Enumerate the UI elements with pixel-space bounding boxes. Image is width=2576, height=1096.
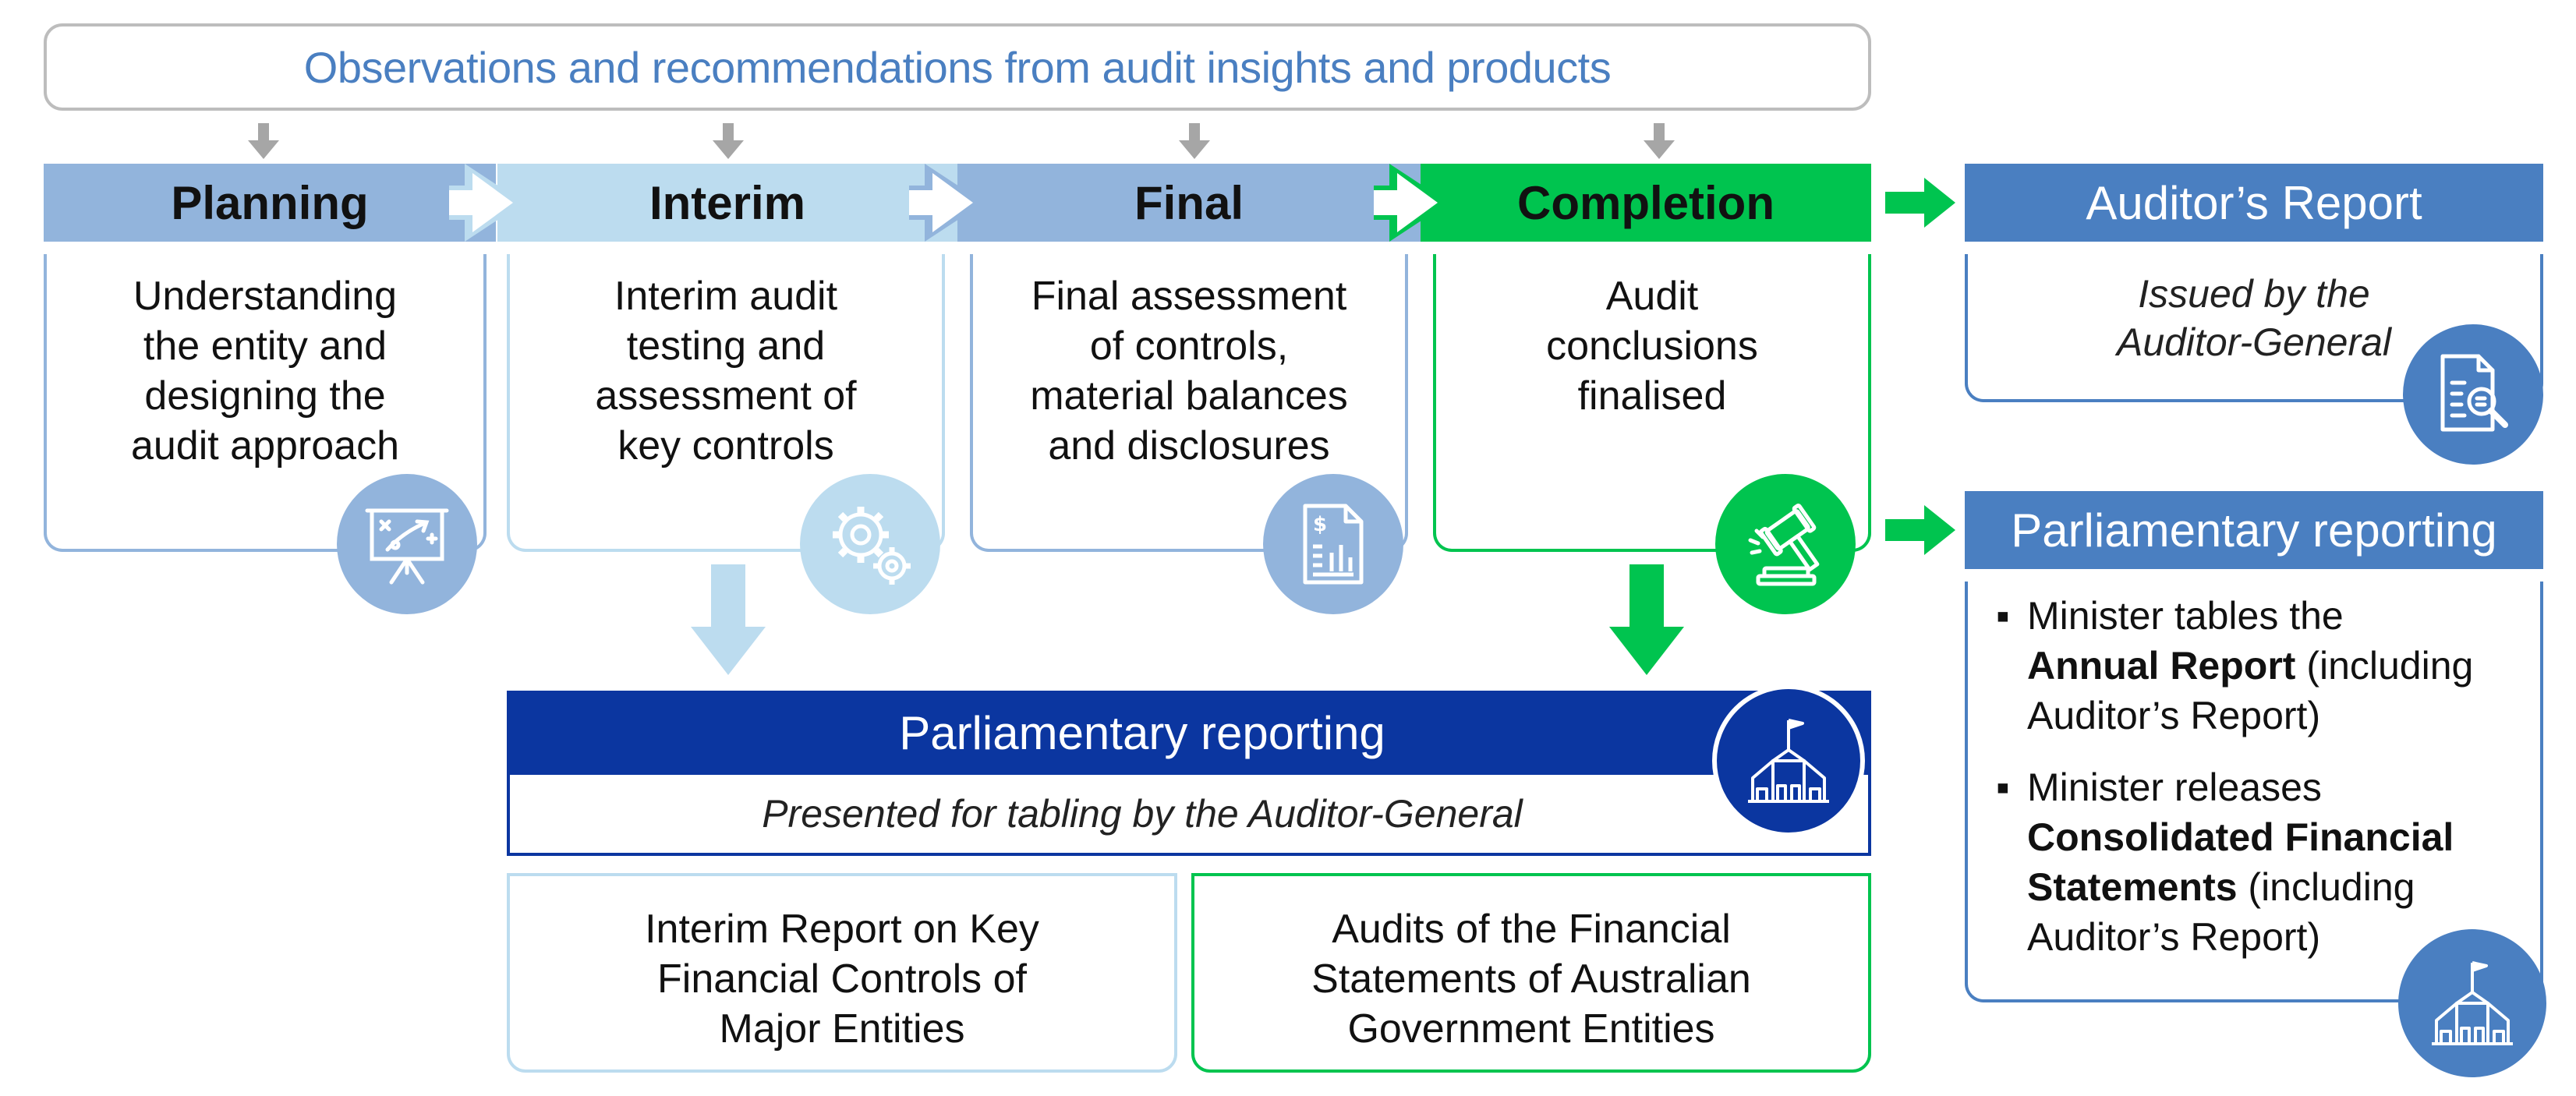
description-line: assessment of — [595, 373, 857, 419]
list-item: ▪ Minister releases Consolidated Financi… — [1996, 762, 2540, 962]
bold-text-run: Statements — [2027, 865, 2238, 909]
parliamentary-reporting-side-title: Parliamentary reporting — [2011, 504, 2497, 557]
phase-planning-header: Planning — [44, 164, 496, 242]
text-run: (including — [2295, 644, 2474, 688]
down-arrow-icon — [1179, 123, 1210, 159]
report-line: Government Entities — [1347, 1006, 1715, 1052]
text-run: Minister tables the — [2027, 594, 2344, 638]
description-line: Interim audit — [614, 274, 838, 319]
text-run: Minister releases — [2027, 765, 2322, 809]
auditors-report-description: Issued by the Auditor-General — [1965, 254, 2543, 402]
description-line: material balances — [1030, 373, 1348, 419]
report-line: Audits of the Financial — [1332, 907, 1731, 952]
report-line: Interim Report on Key — [645, 907, 1039, 952]
description-line: finalised — [1577, 373, 1727, 419]
down-arrow-icon — [248, 123, 279, 159]
observations-banner: Observations and recommendations from au… — [44, 23, 1871, 111]
gears-icon — [800, 474, 940, 614]
list-item-line: Annual Report (including — [2027, 641, 2473, 691]
strategy-board-icon — [337, 474, 477, 614]
phase-title: Completion — [1517, 176, 1775, 229]
description-line: testing and — [626, 323, 826, 369]
list-item-line: Consolidated Financial — [2027, 812, 2454, 862]
phase-interim-header: Interim — [497, 164, 957, 242]
description-line: Audit — [1605, 274, 1699, 319]
bold-text-run: Consolidated Financial — [2027, 815, 2454, 859]
report-line: Statements of Australian — [1311, 956, 1751, 1002]
report-line: Major Entities — [719, 1006, 965, 1052]
list-item-line: Auditor’s Report) — [2027, 691, 2473, 741]
down-arrow-icon — [713, 123, 744, 159]
description-line: Final assessment — [1031, 274, 1347, 319]
text-run: (including — [2237, 865, 2415, 909]
phase-planning-description: Understanding the entity and designing t… — [44, 254, 487, 552]
parliamentary-reporting-center-subtitle-box: Presented for tabling by the Auditor-Gen… — [507, 775, 1871, 856]
down-arrow-icon — [1609, 564, 1684, 675]
auditors-report-header: Auditor’s Report — [1965, 164, 2543, 242]
phase-title: Planning — [171, 176, 369, 229]
description-line: and disclosures — [1048, 423, 1330, 468]
text-run: Auditor’s Report) — [2027, 915, 2321, 959]
arrow-right-icon — [1885, 178, 1955, 228]
gavel-icon — [1715, 474, 1856, 614]
bold-text-run: Annual Report — [2027, 644, 2296, 688]
list-item-line: Statements (including — [2027, 862, 2454, 912]
phase-title: Final — [1134, 176, 1244, 229]
parliamentary-reporting-center-header: Parliamentary reporting — [507, 691, 1871, 775]
description-line: Issued by the — [2138, 272, 2370, 316]
list-item-line: Auditor’s Report) — [2027, 912, 2454, 962]
phase-final-header: Final — [957, 164, 1421, 242]
parliament-house-icon — [2398, 929, 2546, 1077]
list-item-line: Minister releases — [2027, 762, 2454, 812]
phase-completion-header: Completion — [1421, 164, 1871, 242]
description-line: key controls — [617, 423, 834, 468]
list-item: ▪ Minister tables the Annual Report (inc… — [1996, 591, 2540, 741]
svg-text:$: $ — [1313, 513, 1327, 536]
description-line: conclusions — [1546, 323, 1758, 369]
chevron-right-icon — [909, 164, 984, 242]
list-item-line: Minister tables the — [2027, 591, 2473, 641]
auditors-report-title: Auditor’s Report — [2086, 176, 2422, 229]
parliamentary-reporting-center-title: Parliamentary reporting — [899, 706, 1385, 759]
observations-banner-text: Observations and recommendations from au… — [303, 42, 1612, 92]
parliamentary-reporting-side-list: ▪ Minister tables the Annual Report (inc… — [1965, 582, 2543, 1002]
parliament-house-icon — [1712, 684, 1865, 837]
parliamentary-reporting-center-subtitle: Presented for tabling by the Auditor-Gen… — [762, 792, 1523, 836]
description-line: Auditor-General — [2116, 320, 2392, 364]
description-line: the entity and — [143, 323, 387, 369]
description-line: audit approach — [130, 423, 400, 468]
interim-report-box: Interim Report on Key Financial Controls… — [507, 873, 1177, 1073]
phase-title: Interim — [649, 176, 806, 229]
down-arrow-icon — [691, 564, 766, 675]
parliamentary-reporting-side-header: Parliamentary reporting — [1965, 491, 2543, 569]
description-line: designing the — [144, 373, 386, 419]
bullet-square-icon: ▪ — [1996, 594, 2010, 638]
description-line: of controls, — [1089, 323, 1289, 369]
report-line: Financial Controls of — [657, 956, 1027, 1002]
chevron-right-icon — [449, 164, 524, 242]
chevron-right-icon — [1374, 164, 1449, 242]
text-run: Auditor’s Report) — [2027, 694, 2321, 737]
bullet-square-icon: ▪ — [1996, 765, 2010, 809]
description-line: Understanding — [133, 274, 398, 319]
report-search-icon — [2403, 324, 2543, 465]
down-arrow-icon — [1644, 123, 1675, 159]
financial-document-icon: $ — [1263, 474, 1403, 614]
arrow-right-icon — [1885, 505, 1955, 555]
financial-statements-audit-box: Audits of the Financial Statements of Au… — [1191, 873, 1871, 1073]
